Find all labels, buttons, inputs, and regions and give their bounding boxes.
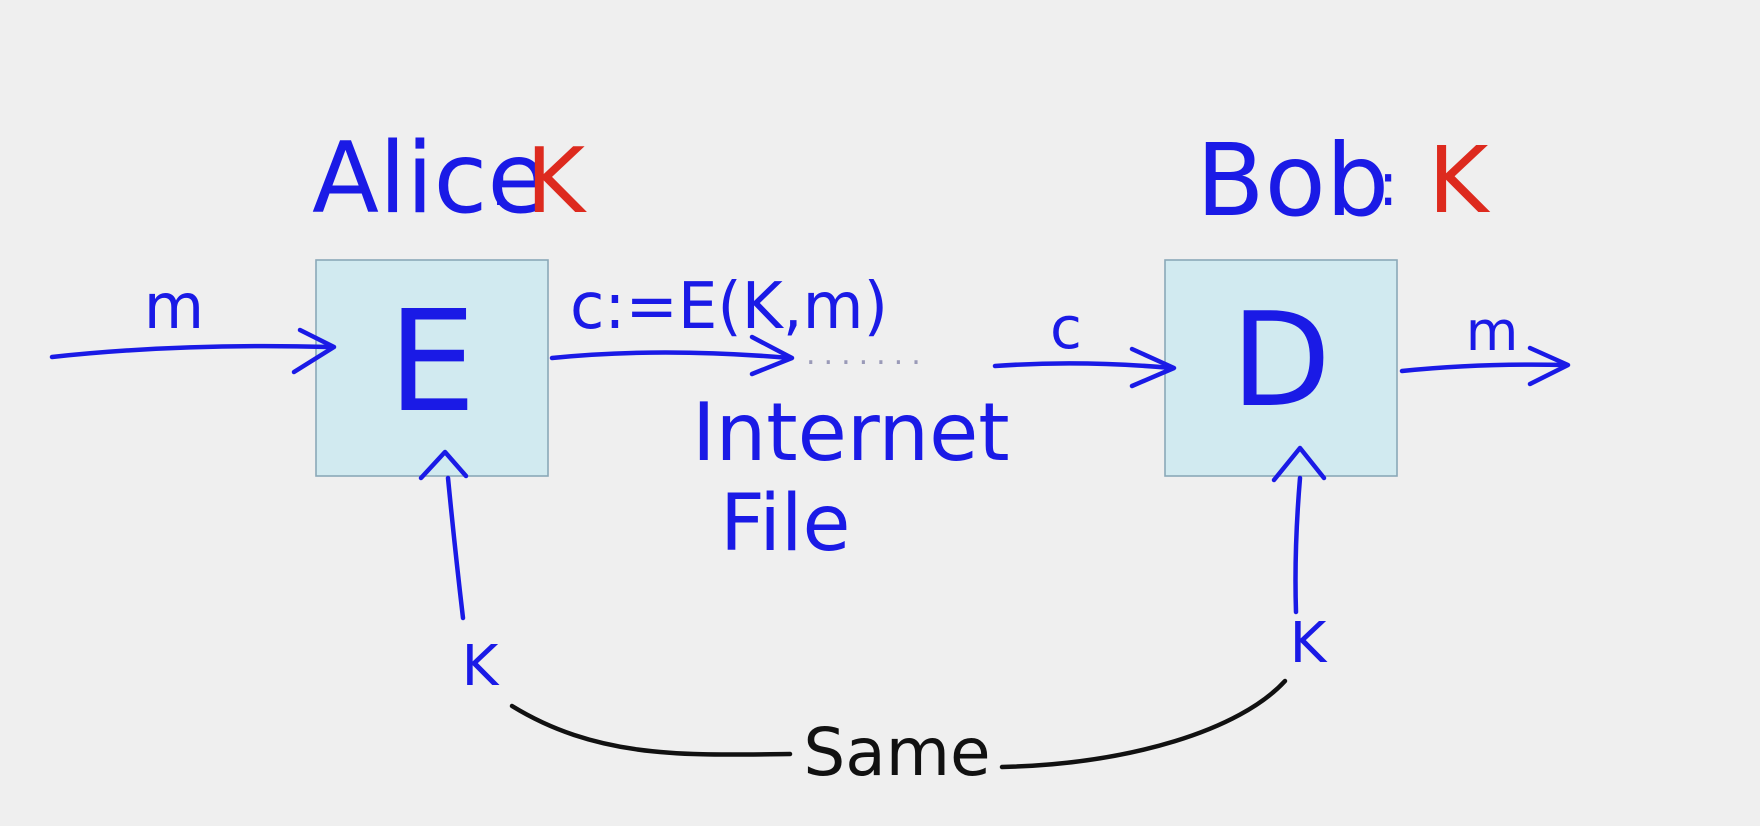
message-in-arrow: m (49, 270, 337, 375)
alice-key: K (526, 129, 587, 234)
decrypt-box: D (1164, 259, 1398, 477)
channel-dots: ....... (806, 337, 929, 372)
message-out-arrow: m (1399, 300, 1571, 387)
message-out-label: m (1466, 300, 1519, 363)
bob-name: Bob (1196, 122, 1389, 239)
bob-header: Bob : K (1196, 122, 1491, 239)
key-right-arrow: K (1271, 445, 1328, 676)
alice-name: Alice (312, 122, 548, 236)
channel-internet-label: Internet (692, 386, 1010, 479)
ciphertext-in-arrow: c (992, 294, 1177, 389)
message-in-label: m (144, 270, 204, 343)
decrypt-box-label: D (1231, 284, 1331, 436)
encrypt-box: E (315, 259, 549, 477)
key-left-label: K (462, 634, 500, 699)
ciphertext-arrow: c:=E(K,m) (549, 270, 888, 377)
key-right-label: K (1290, 611, 1328, 676)
same-key-connector: Same (509, 678, 1288, 791)
bob-separator: : (1378, 150, 1398, 220)
bob-key: K (1428, 127, 1491, 234)
encrypt-box-rect (315, 259, 549, 477)
alice-separator: : (490, 150, 510, 220)
key-left-arrow: K (418, 449, 500, 699)
decrypt-box-rect (1164, 259, 1398, 477)
channel-file-label: File (720, 479, 851, 569)
ciphertext-in-label: c (1050, 294, 1082, 362)
alice-header: Alice : K (312, 122, 587, 236)
encrypt-box-label: E (388, 281, 476, 444)
ciphertext-formula: c:=E(K,m) (570, 270, 888, 344)
same-label: Same (803, 714, 990, 791)
channel-labels: Internet File (692, 386, 1010, 569)
